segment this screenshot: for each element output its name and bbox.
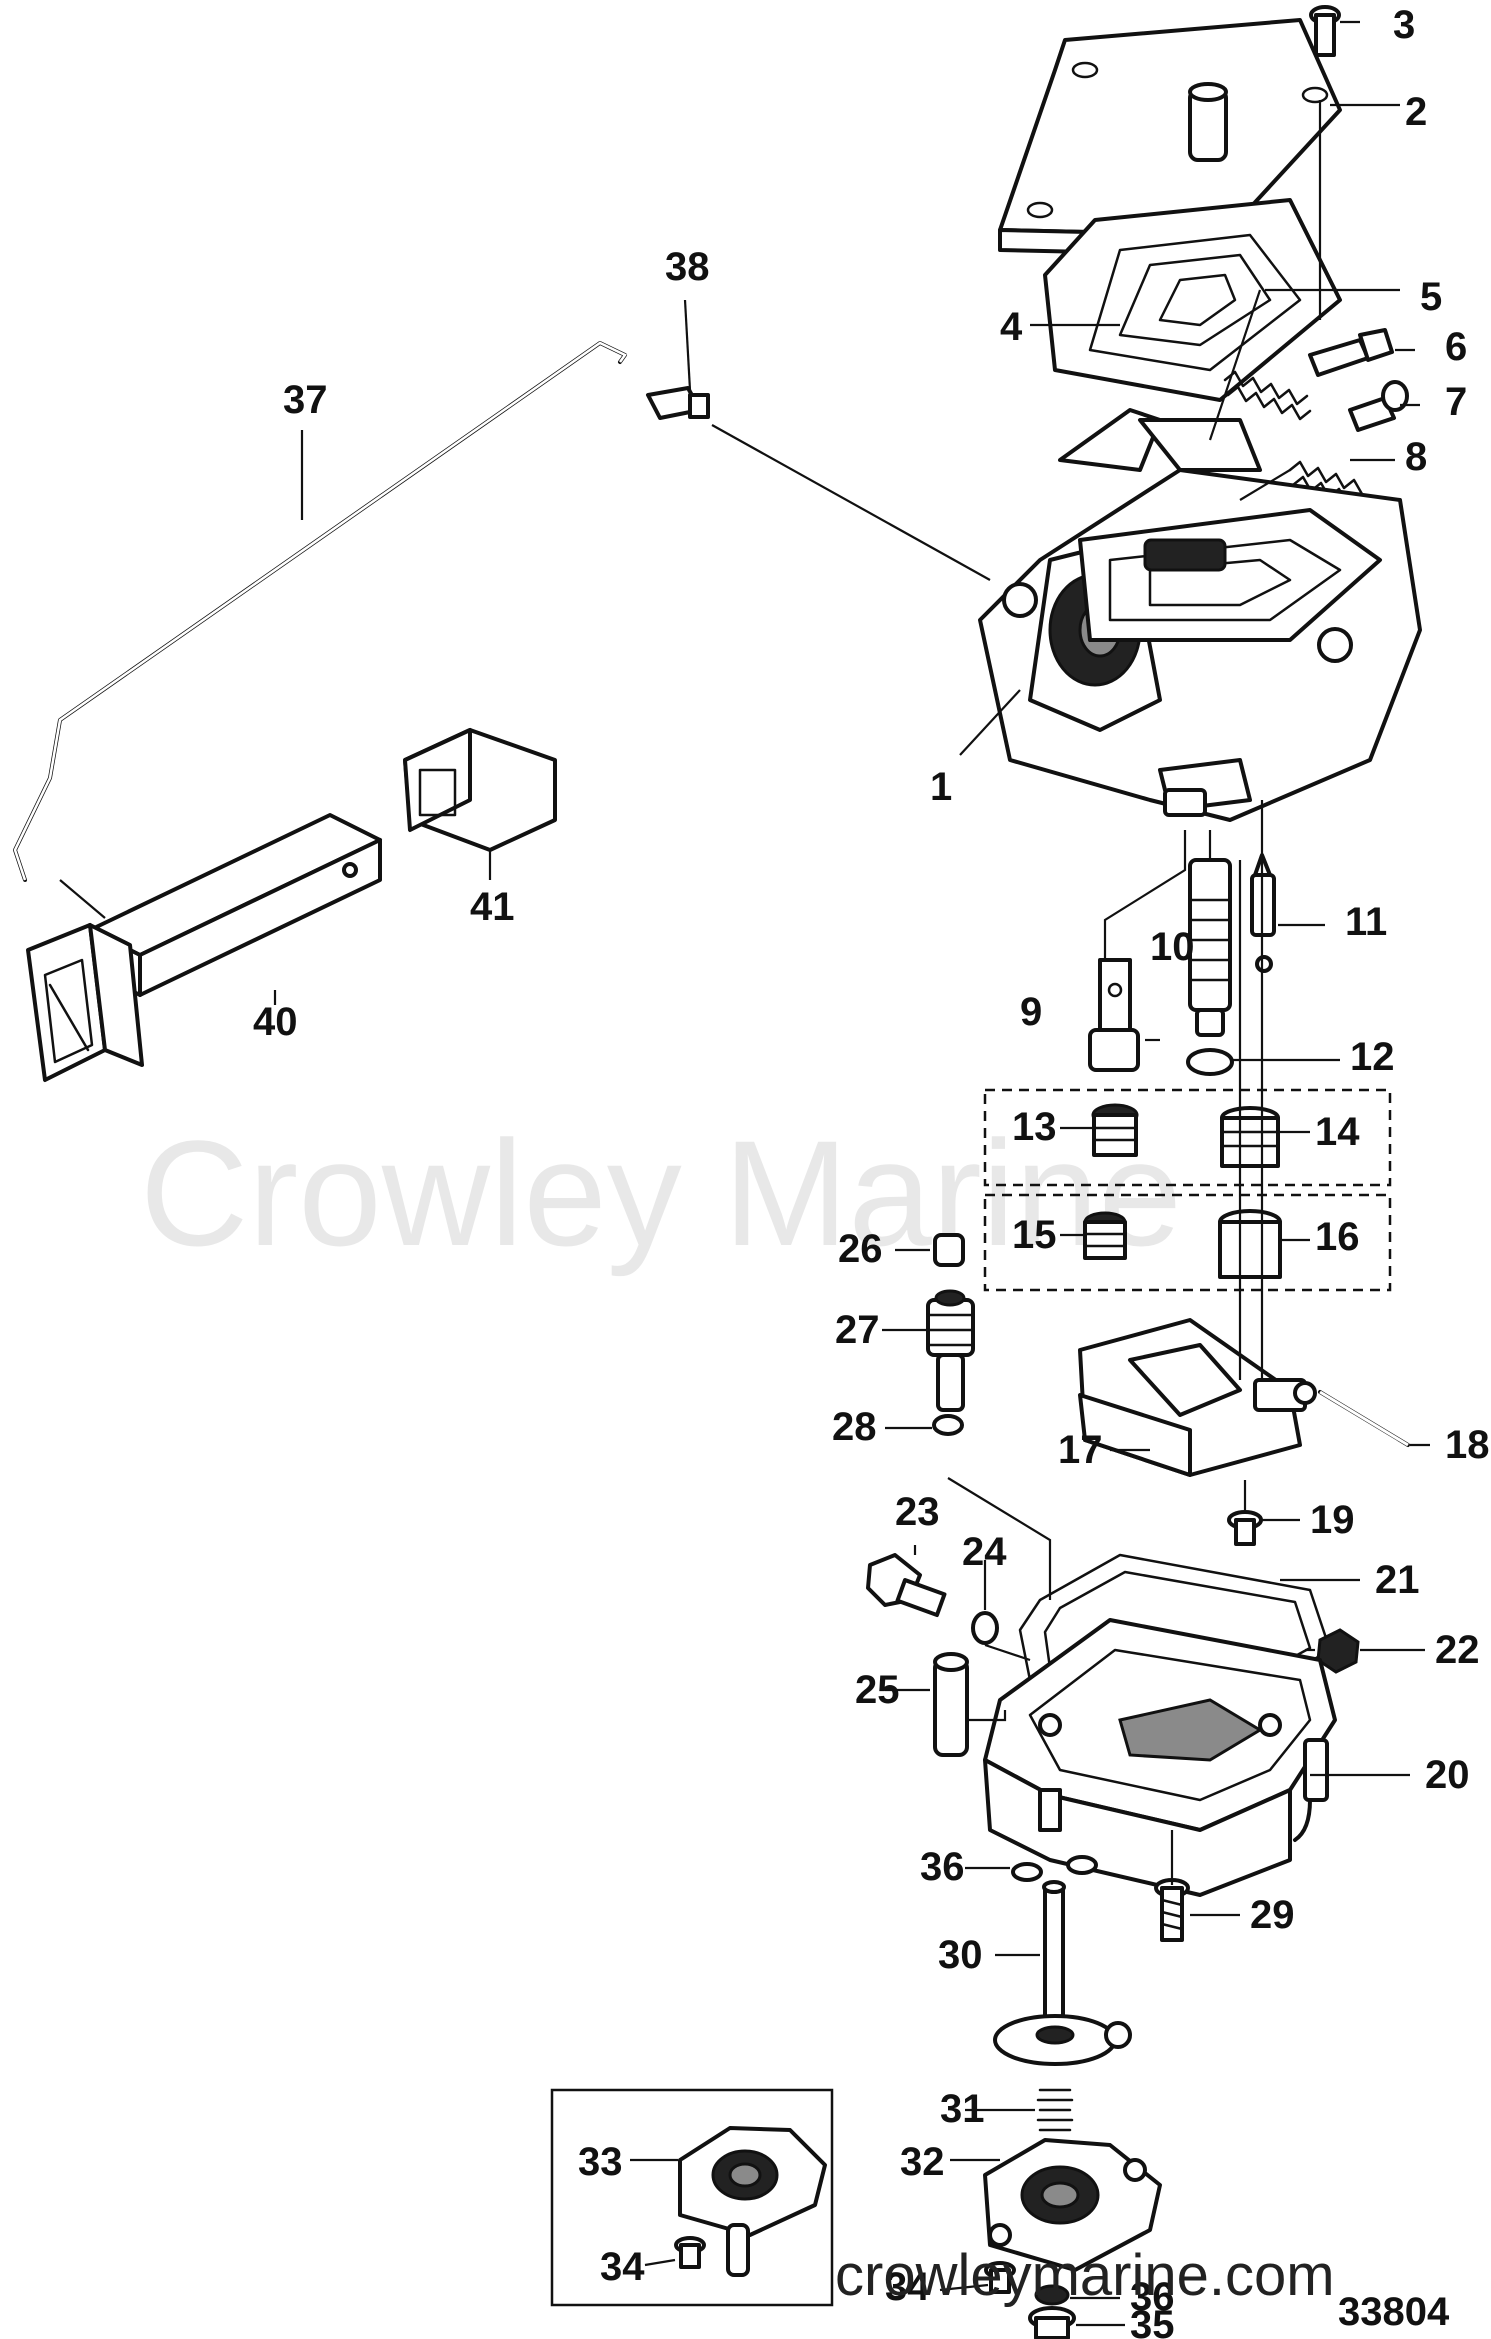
callout-28: 28 bbox=[832, 1405, 877, 1449]
part-14-jet bbox=[1220, 1106, 1280, 1168]
callout-26: 26 bbox=[838, 1227, 883, 1271]
callout-16: 16 bbox=[1315, 1215, 1360, 1259]
callout-21: 21 bbox=[1375, 1558, 1420, 1602]
callout-6: 6 bbox=[1445, 325, 1467, 369]
callout-32: 32 bbox=[900, 2140, 945, 2184]
leader-lines bbox=[59, 20, 1430, 2327]
callout-24: 24 bbox=[962, 1530, 1007, 1574]
callout-30: 30 bbox=[938, 1933, 983, 1977]
part-29-screw bbox=[1154, 1878, 1190, 1942]
callout-5: 5 bbox=[1420, 275, 1442, 319]
callout-18: 18 bbox=[1445, 1423, 1490, 1467]
callout-4: 4 bbox=[1000, 305, 1023, 349]
part-4-gasket bbox=[1043, 198, 1342, 402]
part-15-jet bbox=[1083, 1211, 1127, 1260]
callout-22: 22 bbox=[1435, 1628, 1480, 1672]
part-12-o-ring bbox=[1186, 1048, 1234, 1076]
part-28-o-ring bbox=[932, 1414, 964, 1436]
part-18-float-pin bbox=[1318, 1390, 1410, 1447]
callout-14: 14 bbox=[1315, 1110, 1360, 1154]
part-30-plunger bbox=[993, 1880, 1132, 2066]
part-20-float-bowl bbox=[983, 1618, 1337, 1897]
callout-numbers: 3 2 4 5 6 7 8 1 38 37 41 40 10 11 9 12 1… bbox=[253, 3, 1490, 2339]
callout-35: 35 bbox=[1130, 2303, 1175, 2339]
callout-19: 19 bbox=[1310, 1498, 1355, 1542]
part-19-screw bbox=[1227, 1510, 1263, 1546]
callout-34-alt: 34 bbox=[600, 2245, 645, 2289]
part-27-pilot-jet bbox=[926, 1289, 975, 1412]
part-32-diaphragm-cover bbox=[983, 2138, 1162, 2272]
callout-27: 27 bbox=[835, 1308, 880, 1352]
callout-12: 12 bbox=[1350, 1035, 1395, 1079]
part-37-washers bbox=[1011, 1855, 1098, 1882]
part-13-jet bbox=[1091, 1103, 1139, 1157]
callout-38: 37 bbox=[283, 378, 328, 422]
callout-7: 7 bbox=[1445, 380, 1467, 424]
part-10-emulsion-tube bbox=[1188, 858, 1232, 1037]
callout-13: 13 bbox=[1012, 1105, 1057, 1149]
part-1-carburetor-body bbox=[978, 408, 1422, 822]
callout-2: 2 bbox=[1405, 90, 1427, 134]
callout-41: 41 bbox=[470, 885, 515, 929]
part-40-choke-handle bbox=[26, 813, 382, 1082]
callout-39: 38 bbox=[665, 245, 710, 289]
callout-11: 11 bbox=[1345, 900, 1387, 944]
part-5-spring bbox=[1223, 370, 1312, 421]
part-7-screw bbox=[1348, 380, 1409, 432]
callout-15: 15 bbox=[1012, 1213, 1057, 1257]
callout-9: 9 bbox=[1020, 990, 1042, 1034]
part-23-drain-screw bbox=[866, 1553, 947, 1618]
part-26-cap bbox=[933, 1233, 965, 1267]
part-36-washer bbox=[1034, 2284, 1070, 2306]
part-34-screw-alternate bbox=[674, 2236, 706, 2269]
part-31-spring bbox=[1036, 2088, 1074, 2132]
callout-1: 1 bbox=[930, 765, 952, 809]
callout-20: 20 bbox=[1425, 1753, 1470, 1797]
callout-3: 3 bbox=[1393, 3, 1415, 47]
part-25-tube bbox=[933, 1652, 969, 1757]
callout-29: 29 bbox=[1250, 1893, 1295, 1937]
footer-url: crowleymarine.com bbox=[835, 2243, 1335, 2308]
part-33-alternate-cover bbox=[678, 2126, 827, 2277]
callout-34: 34 bbox=[885, 2265, 930, 2309]
jet-kit-box-b bbox=[983, 1193, 1392, 1292]
callout-10: 10 bbox=[1150, 925, 1195, 969]
callout-31: 31 bbox=[940, 2087, 985, 2131]
part-3-screw bbox=[1309, 5, 1341, 57]
part-34-screw-main bbox=[984, 2261, 1016, 2294]
callout-37: 36 bbox=[920, 1845, 965, 1889]
callout-17: 17 bbox=[1058, 1428, 1103, 1472]
part-38-choke-rod bbox=[13, 341, 627, 882]
drawing-number: 33804 bbox=[1338, 2290, 1450, 2334]
part-17-float bbox=[1078, 1318, 1317, 1477]
callout-8: 8 bbox=[1405, 435, 1427, 479]
part-24-washer bbox=[971, 1611, 999, 1645]
callout-36: 36 bbox=[1130, 2275, 1175, 2319]
part-9-main-jet bbox=[1088, 958, 1140, 1072]
part-35-plug bbox=[1028, 2306, 1076, 2339]
alternate-parts-box bbox=[550, 2088, 834, 2307]
part-16-jet bbox=[1218, 1209, 1282, 1279]
part-22-nut bbox=[1316, 1628, 1360, 1674]
part-6-screw bbox=[1308, 328, 1394, 377]
callout-40: 40 bbox=[253, 1000, 298, 1044]
part-39-clip bbox=[646, 386, 710, 420]
callout-23: 23 bbox=[895, 1490, 940, 1534]
watermark-text: Crowley Marine bbox=[140, 1109, 1182, 1277]
callout-33: 33 bbox=[578, 2140, 623, 2184]
part-41-boot bbox=[403, 728, 557, 852]
jet-kit-box-a bbox=[983, 1088, 1392, 1187]
callout-25: 25 bbox=[855, 1668, 900, 1712]
